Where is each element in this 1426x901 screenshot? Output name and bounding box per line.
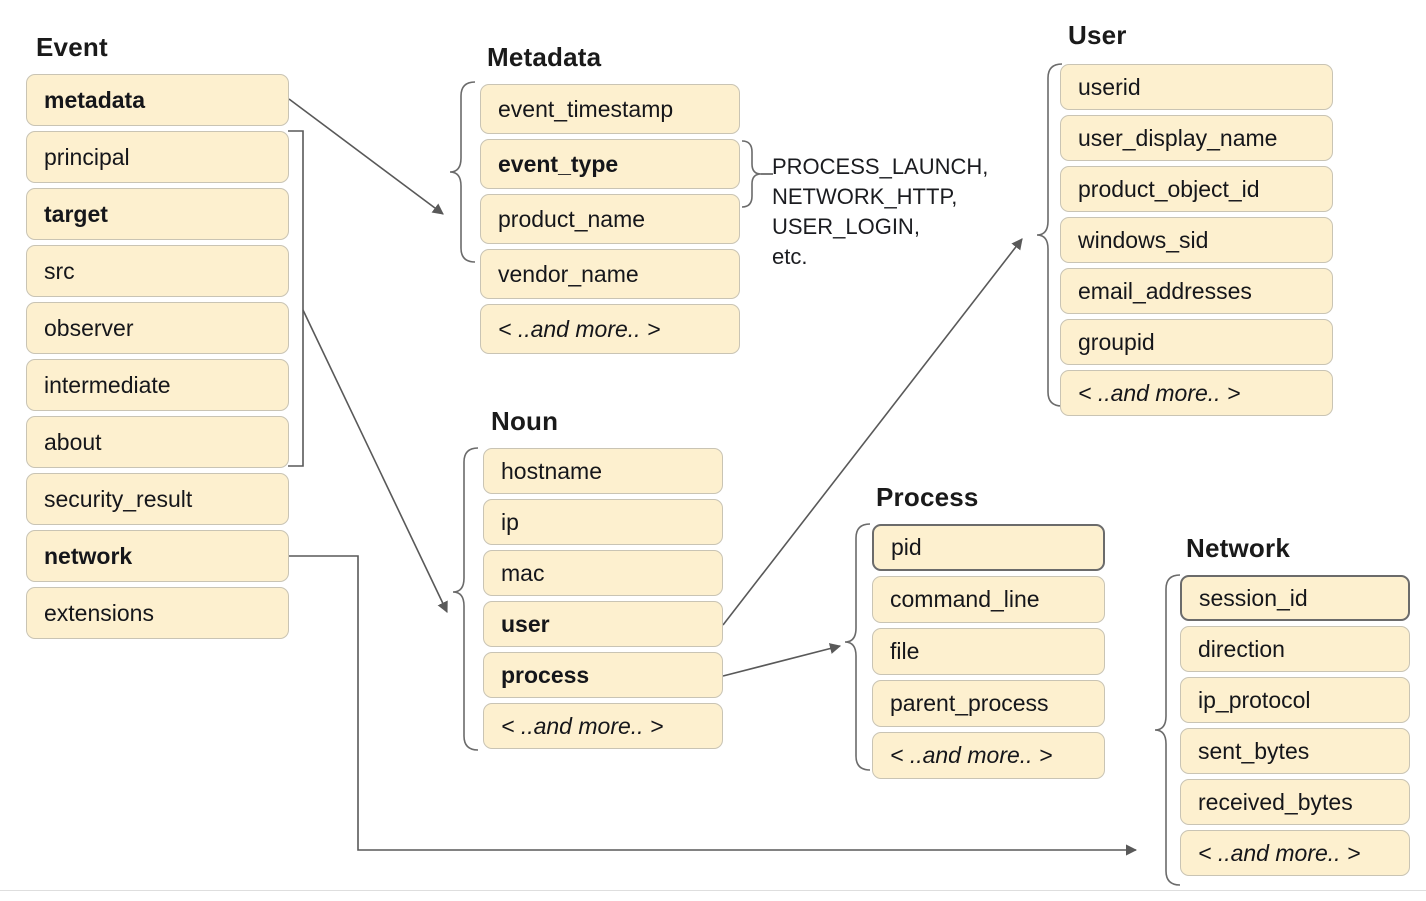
- footer-divider: [0, 890, 1426, 891]
- group-title-user: User: [1068, 20, 1127, 50]
- edge-process: [722, 643, 842, 677]
- event-type-values: PROCESS_LAUNCH, NETWORK_HTTP, USER_LOGIN…: [772, 152, 988, 272]
- field-user-and-more[interactable]: < ..and more.. >: [1060, 370, 1333, 416]
- field-user-groupid[interactable]: groupid: [1060, 319, 1333, 365]
- field-metadata-vendor_name[interactable]: vendor_name: [480, 249, 740, 299]
- field-user-user_display_name[interactable]: user_display_name: [1060, 115, 1333, 161]
- field-event-target[interactable]: target: [26, 188, 289, 240]
- field-process-pid[interactable]: pid: [872, 524, 1105, 571]
- field-event-security_result[interactable]: security_result: [26, 473, 289, 525]
- field-list-network: session_id direction ip_protocol sent_bytes…: [1180, 575, 1410, 881]
- field-noun-and-more[interactable]: < ..and more.. >: [483, 703, 723, 749]
- field-event-intermediate[interactable]: intermediate: [26, 359, 289, 411]
- field-metadata-and-more[interactable]: < ..and more.. >: [480, 304, 740, 354]
- brace-event-type-values: [741, 140, 762, 208]
- field-network-sent_bytes[interactable]: sent_bytes: [1180, 728, 1410, 774]
- field-process-parent_process[interactable]: parent_process: [872, 680, 1105, 727]
- field-process-command_line[interactable]: command_line: [872, 576, 1105, 623]
- field-network-received_bytes[interactable]: received_bytes: [1180, 779, 1410, 825]
- field-network-and-more[interactable]: < ..and more.. >: [1180, 830, 1410, 876]
- brace-network: [1154, 574, 1181, 886]
- field-process-and-more[interactable]: < ..and more.. >: [872, 732, 1105, 779]
- field-metadata-event_timestamp[interactable]: event_timestamp: [480, 84, 740, 134]
- field-event-extensions[interactable]: extensions: [26, 587, 289, 639]
- group-title-event: Event: [36, 32, 108, 62]
- field-event-network[interactable]: network: [26, 530, 289, 582]
- field-event-principal[interactable]: principal: [26, 131, 289, 183]
- event-type-value-2: USER_LOGIN,: [772, 214, 920, 239]
- field-user-product_object_id[interactable]: product_object_id: [1060, 166, 1333, 212]
- brace-noun: [452, 447, 479, 751]
- bracket-event-nouns: [288, 130, 304, 467]
- field-process-file[interactable]: file: [872, 628, 1105, 675]
- edge-metadata: [288, 98, 444, 215]
- field-list-user: userid user_display_name product_object_id…: [1060, 64, 1333, 421]
- field-user-windows_sid[interactable]: windows_sid: [1060, 217, 1333, 263]
- field-user-userid[interactable]: userid: [1060, 64, 1333, 110]
- field-event-about[interactable]: about: [26, 416, 289, 468]
- group-title-network: Network: [1186, 533, 1290, 563]
- field-event-observer[interactable]: observer: [26, 302, 289, 354]
- field-noun-process[interactable]: process: [483, 652, 723, 698]
- field-network-ip_protocol[interactable]: ip_protocol: [1180, 677, 1410, 723]
- field-event-src[interactable]: src: [26, 245, 289, 297]
- brace-process: [844, 523, 871, 771]
- field-noun-mac[interactable]: mac: [483, 550, 723, 596]
- event-type-value-1: NETWORK_HTTP,: [772, 184, 958, 209]
- field-user-email_addresses[interactable]: email_addresses: [1060, 268, 1333, 314]
- field-metadata-event_type[interactable]: event_type: [480, 139, 740, 189]
- field-noun-hostname[interactable]: hostname: [483, 448, 723, 494]
- edge-noun: [302, 309, 448, 614]
- field-noun-user[interactable]: user: [483, 601, 723, 647]
- field-list-noun: hostname ip mac user process < ..and more.. >: [483, 448, 723, 754]
- group-title-noun: Noun: [491, 406, 559, 436]
- field-metadata-product_name[interactable]: product_name: [480, 194, 740, 244]
- field-network-session_id[interactable]: session_id: [1180, 575, 1410, 621]
- brace-user: [1036, 63, 1063, 407]
- field-network-direction[interactable]: direction: [1180, 626, 1410, 672]
- field-event-metadata[interactable]: metadata: [26, 74, 289, 126]
- brace-metadata: [449, 81, 476, 263]
- group-title-process: Process: [876, 482, 979, 512]
- field-noun-ip[interactable]: ip: [483, 499, 723, 545]
- event-type-value-3: etc.: [772, 244, 808, 269]
- event-type-value-0: PROCESS_LAUNCH,: [772, 154, 989, 179]
- group-title-metadata: Metadata: [487, 42, 602, 72]
